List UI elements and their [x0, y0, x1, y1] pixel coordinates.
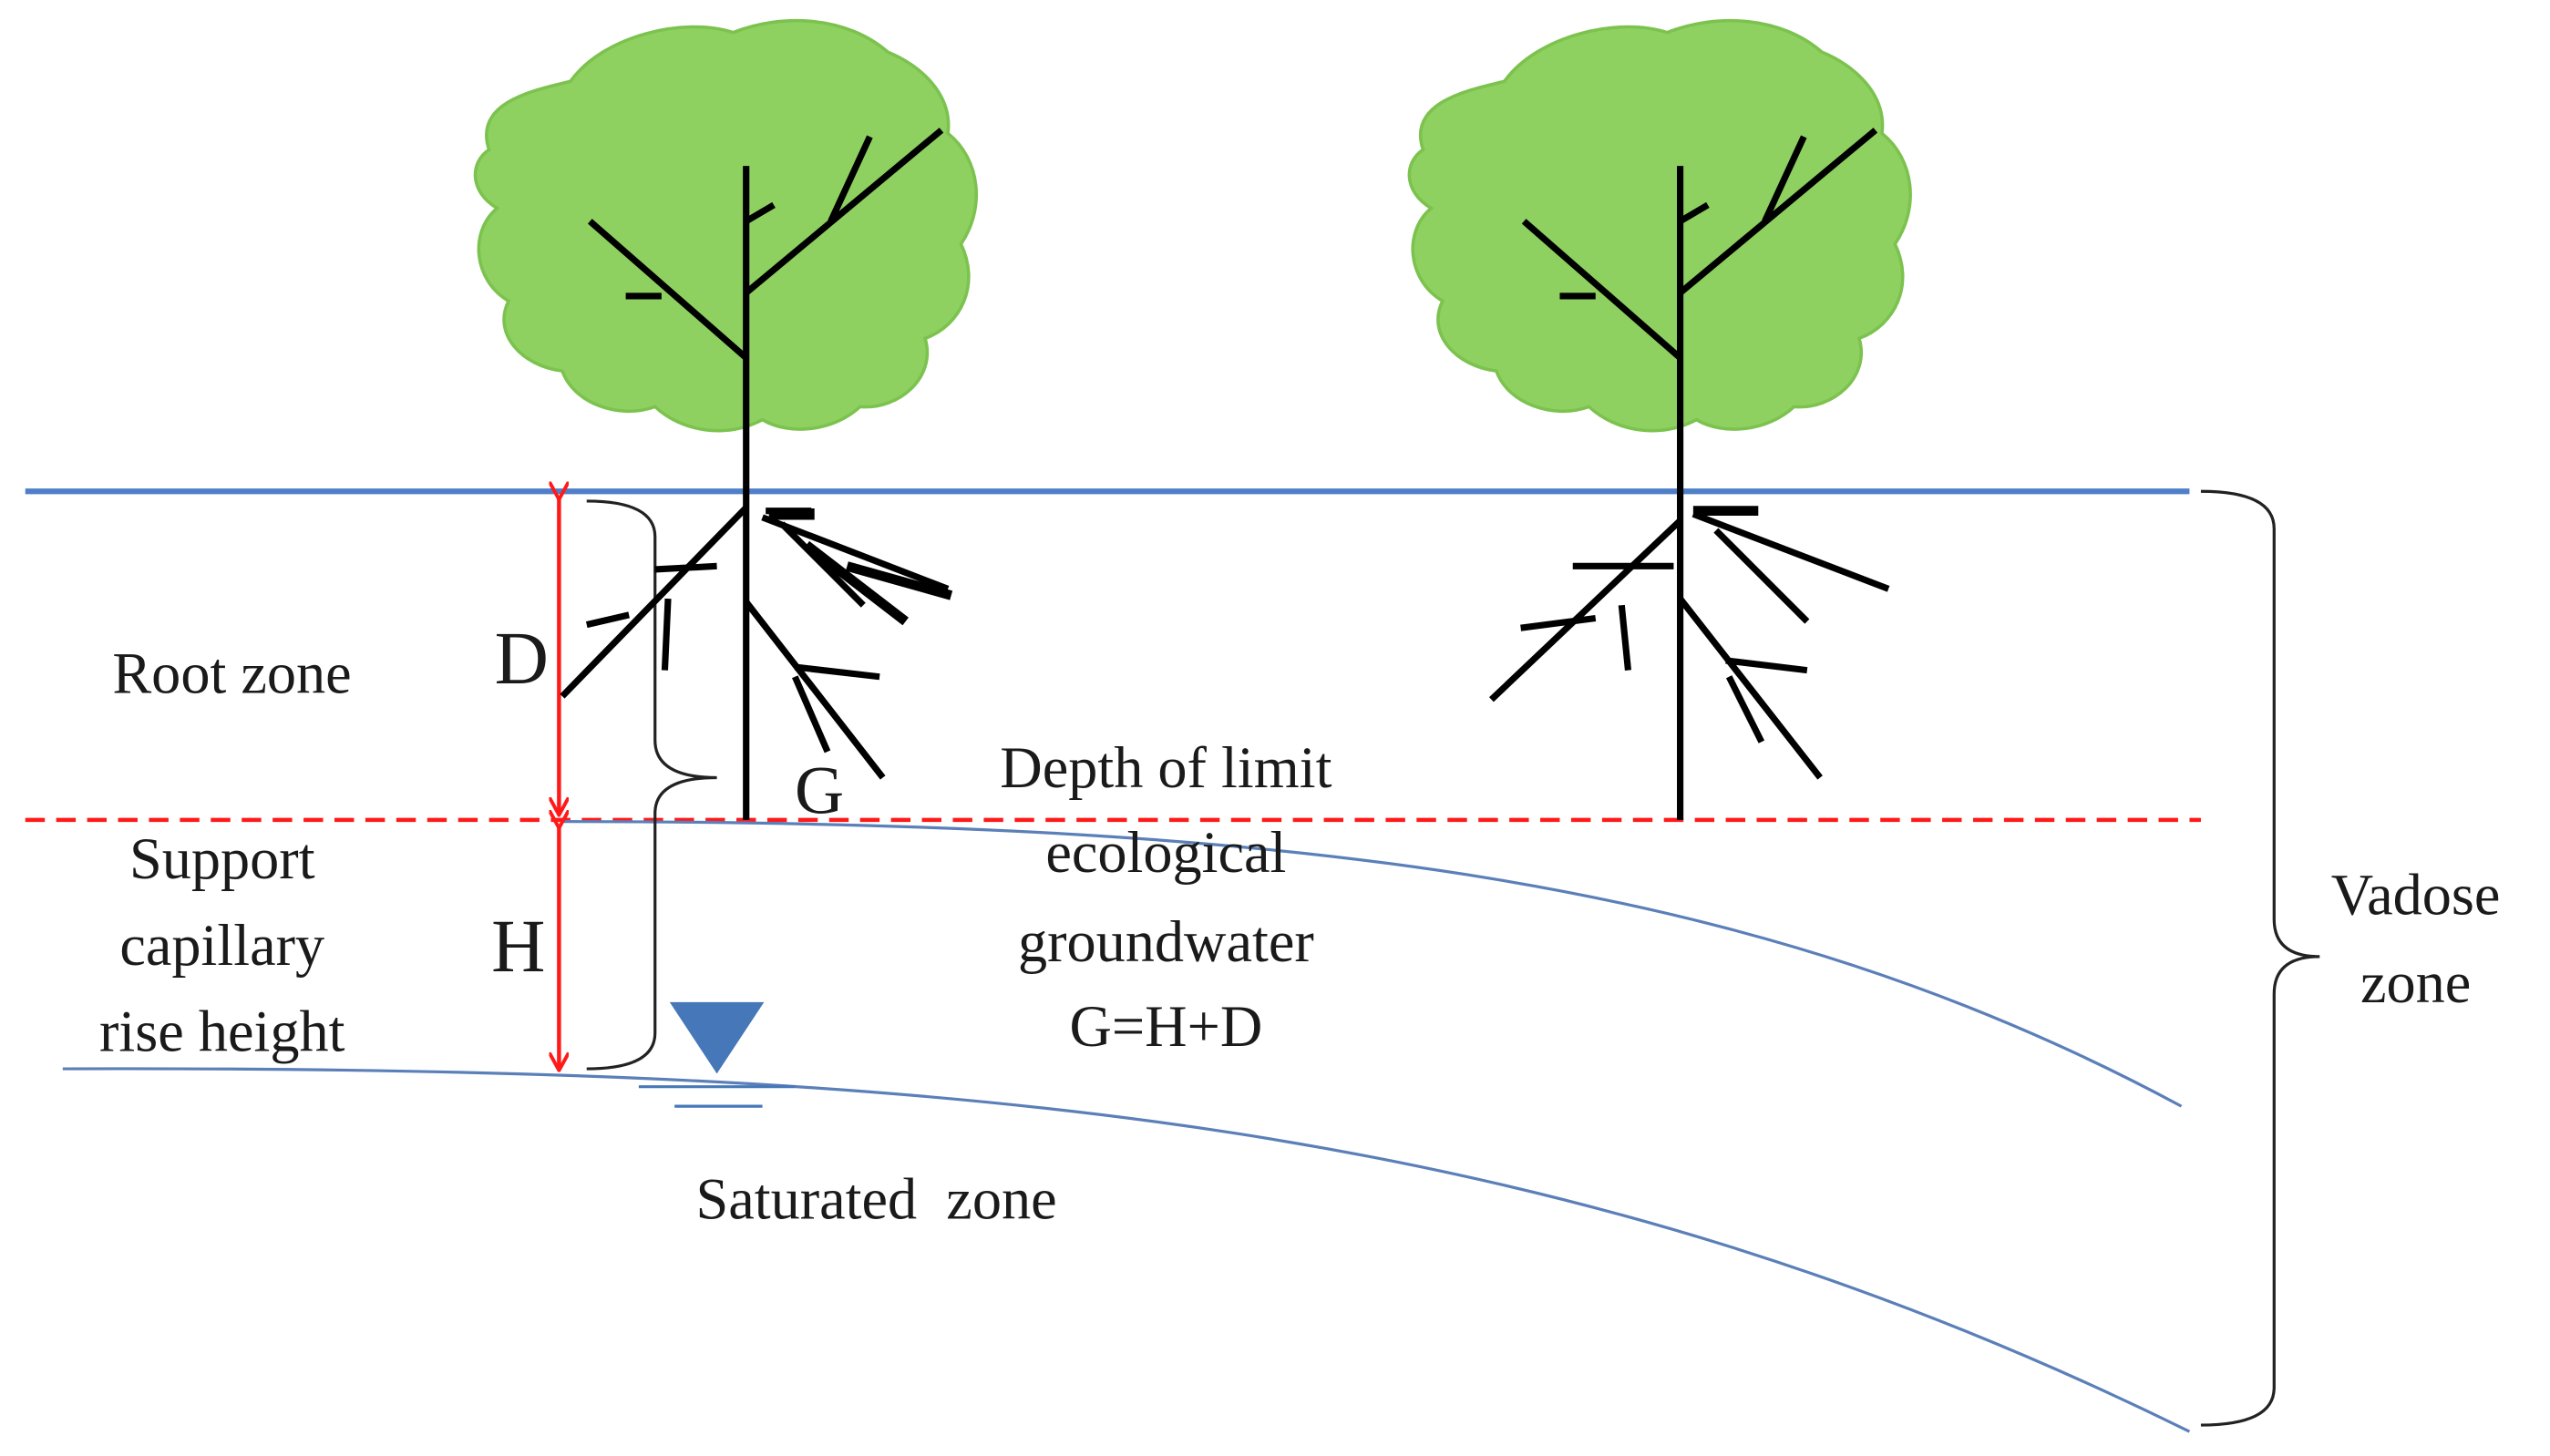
- depth-label-line3: groundwater: [1018, 909, 1314, 974]
- tree-right: [1407, 18, 1912, 820]
- tree-right-foliage: [1407, 18, 1912, 433]
- vadose-brace: [2200, 489, 2320, 1427]
- tree-left-foliage: [473, 18, 978, 433]
- water-table-curve: [62, 1067, 2191, 1433]
- depth-label-line1: Depth of limit: [1000, 735, 1332, 800]
- support-label-line2: capillary: [119, 913, 324, 978]
- depth-label-line2: ecological: [1045, 820, 1286, 885]
- water-table-symbol: [638, 1001, 796, 1108]
- depth-label-line4: G=H+D: [1070, 994, 1263, 1059]
- tree-left: [473, 18, 978, 820]
- saturated-zone-label: Saturated zone: [695, 1166, 1056, 1231]
- vadose-label-line2: zone: [2360, 950, 2471, 1015]
- capillary-fringe-curve: [561, 820, 2183, 1108]
- g-label: G: [795, 754, 844, 829]
- d-label: D: [495, 617, 549, 700]
- g-brace: [586, 499, 717, 1071]
- support-label-line1: Support: [129, 826, 315, 891]
- h-label: H: [491, 905, 545, 988]
- root-zone-label: Root zone: [112, 641, 351, 706]
- vadose-label-line1: Vadose: [2331, 862, 2501, 927]
- support-label-line3: rise height: [99, 999, 345, 1063]
